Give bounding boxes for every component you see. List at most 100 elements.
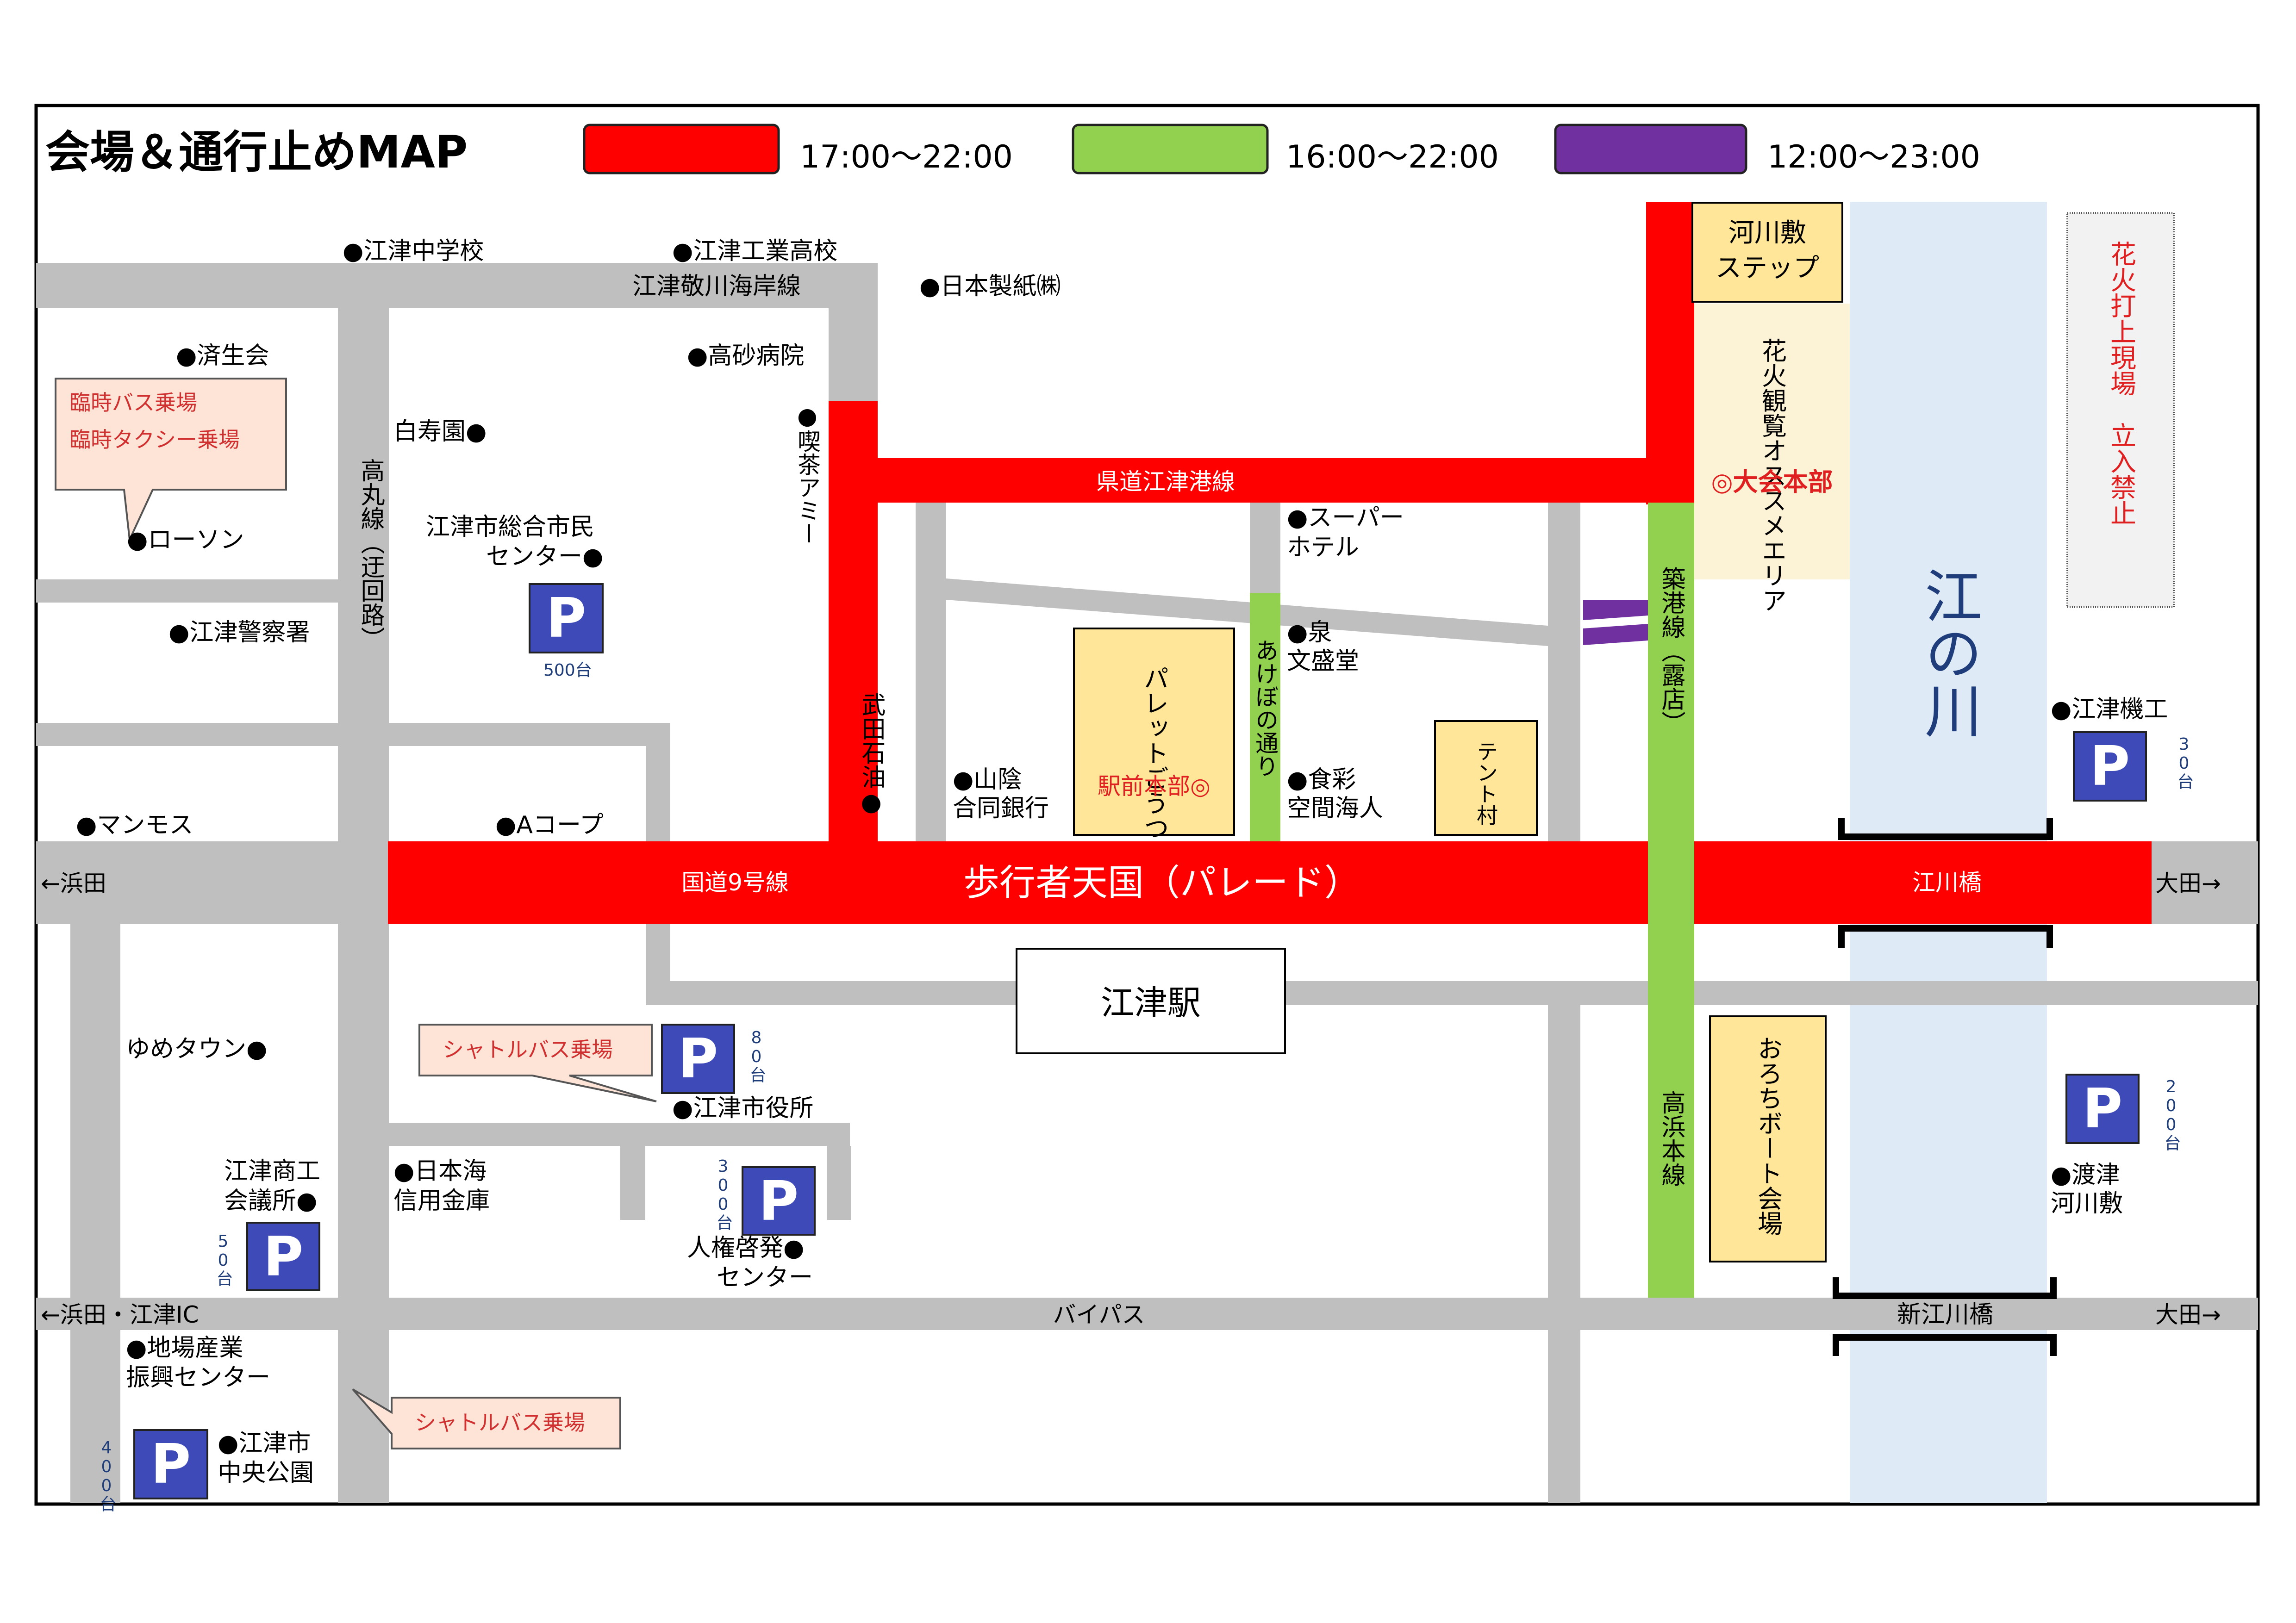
parking-400: P 400台 [97, 1429, 208, 1512]
direction-hamada-ic: ←浜田・江津IC [41, 1301, 199, 1328]
parking-300-capacity: 300台 [714, 1157, 733, 1231]
callout-bus-taxi [55, 378, 287, 543]
river-label: 江の川 [1915, 566, 1981, 739]
venue-kasenjiki-step [1691, 202, 1843, 303]
landmark-saiseikai: ●済生会 [176, 342, 269, 370]
closed-road-purple [1583, 600, 1648, 645]
direction-ohda-1: 大田→ [2155, 870, 2221, 897]
landmark-mammoth: ●マンモス [76, 811, 193, 839]
parking-80-capacity: 80台 [747, 1028, 766, 1083]
landmark-izumi-2: 文盛堂 [1287, 647, 1359, 675]
venue-kasenjiki-step-label-2: ステップ [1716, 253, 1819, 283]
venue-kasenjiki-step-label-1: 河川敷 [1728, 218, 1806, 248]
label-bridge-gogawa: 江川橋 [1912, 869, 1982, 896]
parking-30: P 30台 [2073, 731, 2194, 802]
closed-roads-red [388, 202, 2152, 924]
parking-50: P 50台 [214, 1222, 320, 1291]
landmark-takasago: ●高砂病院 [687, 342, 804, 370]
legend-label-purple: 12:00〜23:00 [1767, 139, 1980, 175]
venue-tent [1434, 720, 1538, 836]
landmark-police: ●江津警察署 [168, 619, 310, 647]
landmark-sanin-1: ●山陰 [953, 766, 1022, 794]
parking-80: P 80台 [661, 1024, 766, 1094]
landmark-lawson: ●ローソン [127, 526, 244, 554]
parking-500-capacity: 500台 [543, 661, 592, 680]
viewing-area [1694, 304, 1850, 579]
parking-30-capacity: 30台 [2175, 735, 2194, 790]
legend-label-green: 16:00〜22:00 [1286, 139, 1499, 175]
landmark-civic-center-2: センター● [486, 543, 603, 571]
venue-orochi [1709, 1015, 1827, 1262]
landmark-shoko-1: 江津商工 [224, 1157, 320, 1185]
callout-bus-taxi-1: 臨時バス乗場 [69, 390, 197, 415]
callout-shuttle-1 [418, 1024, 657, 1102]
label-bypass: バイパス [1053, 1301, 1145, 1328]
callout-bus-taxi-2: 臨時タクシー乗場 [69, 427, 240, 452]
landmark-jinken-1: 人権啓発● [687, 1234, 804, 1262]
landmark-gotsu-jhs: ●江津中学校 [343, 237, 484, 265]
landmark-super-hotel-1: ●スーパー [1287, 504, 1404, 532]
landmark-civic-center-1: 江津市総合市民 [426, 513, 594, 541]
label-tsukiko: 築港線（露店） [1657, 566, 1685, 735]
landmark-nihonkai-1: ●日本海 [393, 1157, 487, 1185]
parking-400-symbol: P [151, 1432, 191, 1496]
landmark-gotsu-kogyo: ●江津工業高校 [672, 237, 837, 265]
parking-80-symbol: P [678, 1026, 718, 1090]
parking-50-capacity: 50台 [214, 1232, 233, 1287]
label-takahama: 高浜本線 [1657, 1090, 1685, 1187]
map-title: 会場＆通行止めMAP [45, 126, 468, 178]
label-bridge-shin-gogawa: 新江川橋 [1897, 1301, 1993, 1329]
label-kencho: 県道江津港線 [1096, 468, 1235, 495]
landmark-youme: ゆめタウン● [126, 1035, 267, 1063]
callout-shuttle-2-text: シャトルバス乗場 [415, 1410, 585, 1435]
direction-ohda-2: 大田→ [2155, 1301, 2221, 1328]
venue-orochi-label: おろちボート会場 [1753, 1036, 1783, 1236]
landmark-kissa-ami: ●喫茶アミー [794, 403, 821, 545]
landmark-nihonkai-2: 信用金庫 [393, 1187, 490, 1215]
landmark-jinken-2: センター [717, 1264, 813, 1292]
parking-300: P 300台 [714, 1157, 816, 1236]
landmark-takeda: 武田石油● [857, 692, 885, 816]
callout-shuttle-1-text: シャトルバス乗場 [443, 1037, 613, 1062]
venue-palette-label: パレットごうつ [1140, 665, 1169, 840]
parking-500: P 500台 [529, 583, 604, 680]
hq-label: ◎大会本部 [1711, 467, 1833, 497]
venue-palette [1073, 628, 1235, 836]
landmark-watazu-2: 河川敷 [2051, 1190, 2123, 1218]
parking-200-symbol: P [2083, 1076, 2122, 1140]
legend-swatch-red [583, 124, 780, 174]
landmarks: ●江津中学校 ●江津工業高校 ●日本製紙㈱ ●済生会 ●高砂病院 白寿園● ●喫… [76, 237, 2168, 1487]
landmark-city-hall: ●江津市役所 [672, 1094, 813, 1122]
callout-shuttle-2 [352, 1388, 621, 1449]
parking-30-symbol: P [2090, 734, 2130, 798]
parking-200-capacity: 200台 [2162, 1077, 2181, 1151]
landmark-shoko-2: 会議所● [224, 1187, 317, 1215]
venue-tent-label: テント村 [1473, 740, 1498, 826]
station-box [1016, 948, 1286, 1054]
label-route9: 国道9号線 [681, 869, 789, 896]
legend-label-red: 17:00〜22:00 [800, 139, 1013, 175]
bridge-markers [1833, 818, 2057, 1356]
fireworks-site-box [2066, 212, 2175, 608]
direction-hamada: ←浜田 [41, 870, 106, 897]
legend-swatch-purple [1554, 124, 1747, 174]
landmark-jiba-1: ●地場産業 [126, 1334, 243, 1362]
viewing-area-label: 花火観覧オススメエリア [1758, 338, 1787, 613]
landmark-gotsu-kiko: ●江津機工 [2051, 696, 2168, 723]
fireworks-site-label: 花火打上現場 立入禁止 [2106, 241, 2136, 526]
landmark-nihon-seishi: ●日本製紙㈱ [919, 273, 1061, 300]
landmark-izumi-1: ●泉 [1287, 619, 1332, 647]
landmark-watazu-1: ●渡津 [2051, 1161, 2120, 1189]
landmark-acoop: ●Aコープ [495, 811, 604, 839]
label-takamaru: 高丸線（迂回路） [356, 458, 384, 651]
parking-300-symbol: P [759, 1169, 799, 1233]
landmark-shokusai-2: 空間海人 [1287, 795, 1383, 822]
label-goutsu-keisen: 江津敬川海岸線 [632, 273, 801, 300]
landmark-jiba-2: 振興センター [126, 1364, 270, 1392]
parking-50-symbol: P [263, 1225, 303, 1288]
parking-200: P 200台 [2065, 1074, 2181, 1151]
landmark-hakujuen: 白寿園● [393, 418, 487, 446]
closed-road-green-tsukiko [1648, 503, 1694, 1298]
station-label: 江津駅 [1101, 983, 1201, 1022]
